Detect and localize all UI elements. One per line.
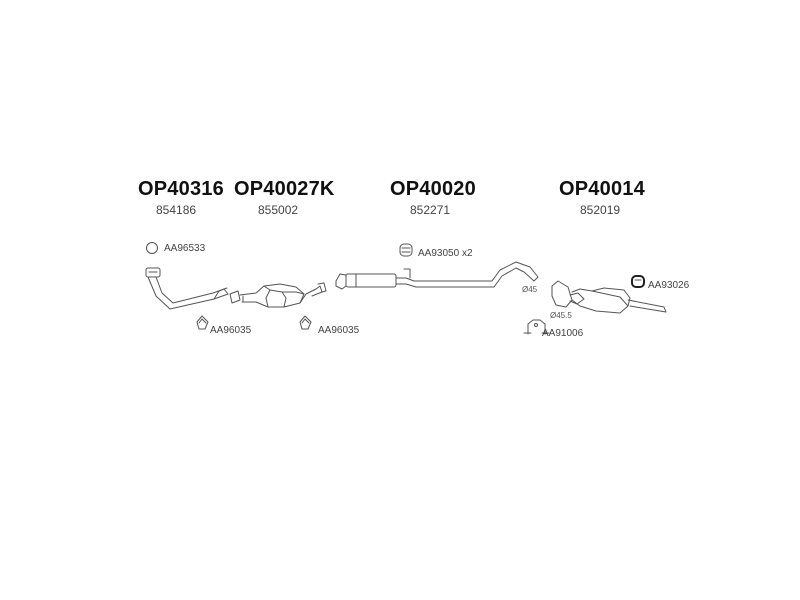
middle-silencer [335,261,539,290]
gasket-icon-mid [299,315,312,330]
hanger-label-mid-code: AA93050 [418,248,460,259]
part-code-front-pipe: OP40316 [138,178,224,200]
clamp-label: AA91006 [542,328,584,339]
part-code-catalyst: OP40027K [234,178,335,200]
hanger-label-mid-qty: x2 [461,248,473,259]
rear-silencer [551,280,667,314]
clamp-diameter-label: Ø45.5 [550,311,572,320]
part-code-middle-silencer: OP40020 [390,178,476,200]
ring-icon [146,242,158,254]
pipe-diameter-label: Ø45 [522,285,538,294]
part-number-middle-silencer: 852271 [410,203,451,217]
gasket-label-left: AA96035 [210,325,252,336]
gasket-icon-left [196,315,209,330]
hanger-label-right: AA93026 [648,280,690,291]
part-number-catalyst: 855002 [258,203,299,217]
part-code-rear-silencer: OP40014 [559,178,645,200]
part-number-rear-silencer: 852019 [580,203,621,217]
part-number-front-pipe: 854186 [156,203,197,217]
hanger-label-mid: AA93050 x2 [418,248,473,259]
clamp-icon [523,319,550,335]
gasket-label-mid: AA96035 [318,325,360,336]
catalytic-converter [229,282,327,308]
hanger-icon-right [631,275,645,288]
front-pipe [145,267,229,310]
hanger-icon-mid [399,243,413,257]
ring-label: AA96533 [164,243,206,254]
